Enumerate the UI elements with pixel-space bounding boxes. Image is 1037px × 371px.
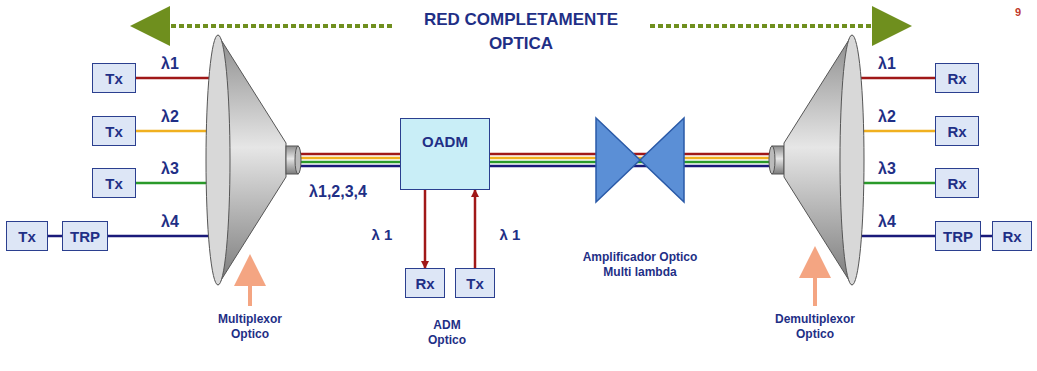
box-label: Tx (105, 175, 123, 192)
equipment-box: Tx (455, 268, 495, 298)
connector (474, 190, 477, 268)
connector (48, 235, 62, 238)
equipment-box: Tx (92, 116, 136, 146)
wavelength-label: λ1,2,3,4 (309, 182, 367, 202)
pointer-arrow (813, 262, 817, 306)
lambda-line (852, 77, 935, 80)
lambda-line (136, 130, 216, 133)
dashed-arrow (650, 24, 892, 28)
box-label: Rx (947, 175, 966, 192)
equipment-box: Rx (405, 268, 445, 298)
equipment-box: Rx (992, 221, 1032, 251)
wavelength-label: λ3 (878, 159, 896, 179)
diagram-title: RED COMPLETAMENTE OPTICA (401, 8, 641, 56)
wavelength-label: λ1 (878, 54, 896, 74)
equipment-box: Rx (935, 116, 979, 146)
box-label: Tx (466, 275, 484, 292)
equipment-box: Tx (6, 221, 48, 251)
equipment-box: TRP (62, 221, 108, 251)
page-number: 9 (1015, 6, 1021, 20)
lambda-line (136, 77, 216, 80)
equipment-box: Tx (92, 168, 136, 198)
connector (981, 235, 992, 238)
amplifier-symbol (596, 118, 684, 202)
wavelength-label: λ2 (878, 107, 896, 127)
lambda-line (108, 235, 216, 238)
wavelength-label: λ4 (161, 212, 179, 232)
pointer-arrow (248, 270, 252, 306)
component-caption: Multiplexor Optico (200, 312, 300, 342)
component-caption: Demultiplexor Optico (760, 312, 870, 342)
box-label: Rx (947, 70, 966, 87)
equipment-box: Tx (92, 63, 136, 93)
box-label: OADM (422, 133, 468, 150)
oadm-box: OADM (400, 118, 490, 190)
lambda-line (136, 182, 216, 185)
connector (424, 190, 427, 268)
wavelength-label: λ1 (161, 54, 179, 74)
multiplexer-cone (206, 35, 301, 285)
box-label: TRP (70, 228, 100, 245)
fibre-bundle (298, 154, 772, 166)
lambda-line (852, 235, 935, 238)
box-label: Tx (18, 228, 36, 245)
component-caption: ADM Optico (417, 318, 477, 348)
box-label: Rx (415, 275, 434, 292)
demultiplexer-cone (769, 35, 864, 285)
lambda-line (852, 130, 935, 133)
box-label: Tx (105, 70, 123, 87)
wavelength-label: λ2 (161, 107, 179, 127)
wavelength-label: λ4 (878, 212, 896, 232)
component-caption: Amplificador Optico Multi lambda (570, 250, 710, 280)
lambda-line (852, 182, 935, 185)
wavelength-label: λ 1 (500, 226, 521, 245)
equipment-box: Rx (935, 168, 979, 198)
wavelength-label: λ 1 (372, 226, 393, 245)
equipment-box: TRP (935, 221, 981, 251)
box-label: Rx (947, 123, 966, 140)
box-label: Tx (105, 123, 123, 140)
box-label: Rx (1002, 228, 1021, 245)
equipment-box: Rx (935, 63, 979, 93)
dashed-arrow (150, 24, 392, 28)
wavelength-label: λ3 (161, 159, 179, 179)
box-label: TRP (943, 228, 973, 245)
